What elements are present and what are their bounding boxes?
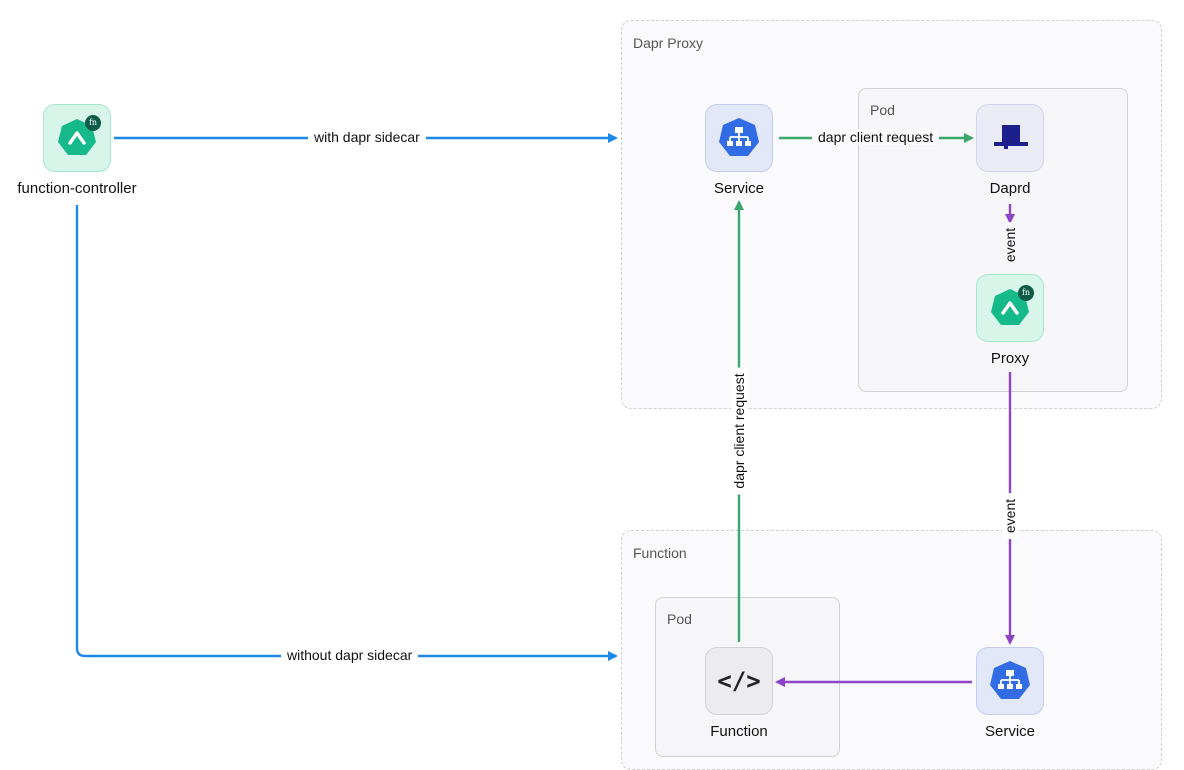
edge-label-without-sidecar: without dapr sidecar [281, 647, 419, 663]
fn-badge-icon: fn [85, 115, 101, 131]
function-pod-label: Pod [667, 611, 692, 627]
function-controller-node[interactable]: fn function-controller [7, 104, 147, 197]
daprd-tile [976, 104, 1044, 172]
edge-without-sidecar [75, 205, 618, 661]
dapr-proxy-pod-label: Pod [870, 102, 895, 118]
function-tile: </> [705, 647, 773, 715]
daprd-label: Daprd [989, 180, 1031, 197]
code-icon: </> [717, 667, 761, 695]
kubernetes-service-icon [719, 118, 759, 156]
daprd-node[interactable]: Daprd [940, 104, 1080, 197]
diagram-canvas: Dapr Proxy Pod Function Pod [7, 20, 1162, 770]
function-node[interactable]: </> Function [669, 647, 809, 740]
function-controller-tile: fn [43, 104, 111, 172]
kubernetes-service-icon [990, 661, 1030, 699]
proxy-node[interactable]: fn Proxy [940, 274, 1080, 367]
function-service-label: Service [984, 723, 1036, 740]
proxy-label: Proxy [990, 350, 1030, 367]
proxy-service-tile [705, 104, 773, 172]
proxy-service-label: Service [713, 180, 765, 197]
proxy-service-node[interactable]: Service [669, 104, 809, 197]
edge-label-with-sidecar: with dapr sidecar [308, 129, 426, 145]
edge-label-client-request-v: dapr client request [731, 367, 747, 495]
function-service-tile [976, 647, 1044, 715]
proxy-tile: fn [976, 274, 1044, 342]
dapr-proxy-group-label: Dapr Proxy [633, 35, 704, 51]
function-label: Function [710, 723, 768, 740]
function-controller-label: function-controller [17, 180, 137, 197]
edge-label-client-request-h: dapr client request [812, 129, 940, 145]
function-group-label: Function [633, 545, 687, 561]
edge-label-event-2: event [1002, 492, 1018, 540]
fn-badge-icon: fn [1018, 285, 1034, 301]
dapr-icon [994, 125, 1028, 149]
edge-label-event-1: event [1002, 221, 1018, 269]
function-service-node[interactable]: Service [940, 647, 1080, 740]
